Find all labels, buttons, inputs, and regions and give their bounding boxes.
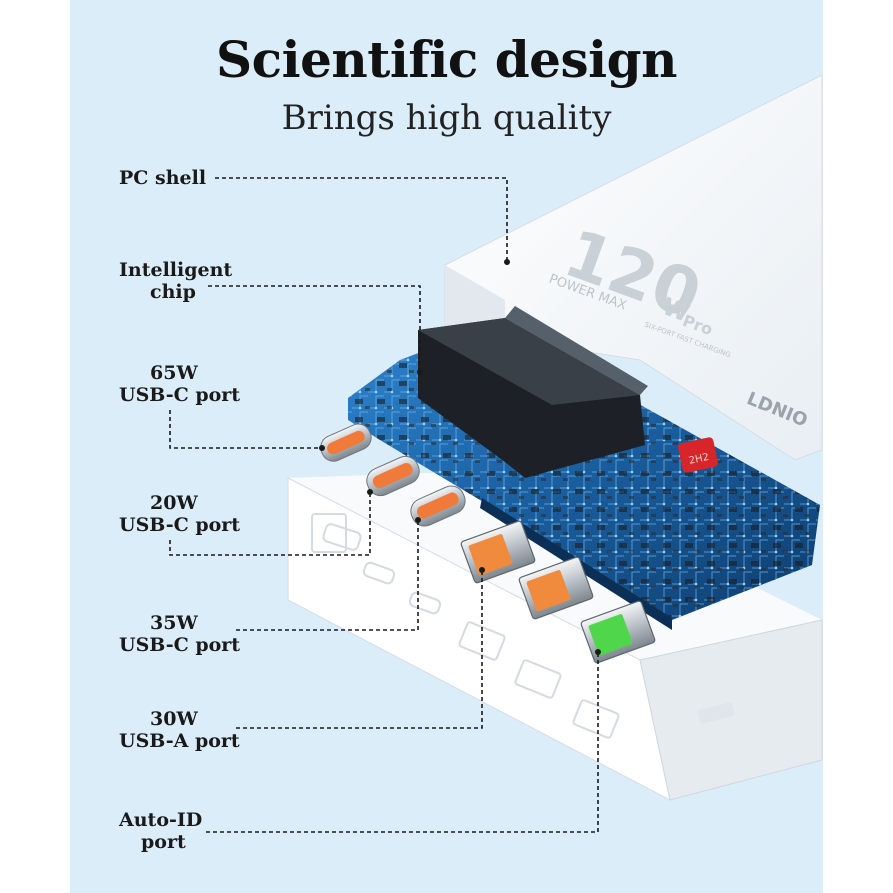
page-subtitle: Brings high quality (281, 98, 612, 138)
usb-a-30w-port-1 (460, 520, 536, 584)
leader-usbc35 (236, 520, 419, 631)
callout-pc-shell-text: PC shell (119, 167, 207, 189)
callout-usba30: 30W USB-A port (119, 708, 240, 752)
callout-autoid-line1: Auto-ID (119, 809, 203, 831)
callout-usbc65-line1: 65W (150, 362, 198, 384)
callout-chip-line1: Intelligent (119, 259, 233, 281)
callout-usbc20-line1: 20W (150, 492, 198, 514)
page-title: Scientific design (216, 30, 677, 89)
leader-usbc65 (169, 410, 322, 449)
callout-usbc65: 65W USB-C port (119, 362, 240, 406)
callout-usbc65-line2: USB-C port (119, 384, 241, 406)
usb-a-30w-port-2 (518, 556, 594, 620)
red-chip: 2H2 (678, 437, 718, 473)
callout-usbc20: 20W USB-C port (119, 492, 240, 536)
pc-shell: 120 W Pro POWER MAX SIX-PORT FAST CHARGI… (444, 74, 823, 461)
leader-usba30 (236, 570, 483, 729)
usb-c-35w-port (410, 485, 466, 527)
callout-usbc35-line2: USB-C port (119, 634, 241, 656)
callout-usba30-line1: 30W (150, 708, 198, 730)
callout-autoid: Auto-ID port (119, 809, 202, 853)
callout-autoid-line2: port (141, 831, 186, 853)
callout-pc-shell: PC shell (119, 167, 206, 189)
callout-usbc20-line2: USB-C port (119, 514, 241, 536)
callout-chip: Intelligent chip (119, 259, 232, 303)
callout-chip-line2: chip (150, 281, 196, 303)
leader-usbc20 (169, 492, 371, 556)
leader-autoid (206, 652, 599, 833)
callout-usbc35-line1: 35W (150, 612, 198, 634)
leader-dots (319, 259, 601, 655)
usb-c-20w-port (366, 455, 420, 497)
leader-chip (208, 285, 421, 372)
port-face-markings (311, 513, 620, 739)
leader-pc-shell (215, 177, 508, 262)
leader-lines (169, 177, 599, 833)
callout-usba30-line2: USB-A port (119, 730, 240, 752)
intelligent-chip (418, 306, 648, 478)
red-chip-text: 2H2 (688, 452, 710, 467)
callout-usbc35: 35W USB-C port (119, 612, 240, 656)
auto-id-port (580, 600, 656, 664)
usb-c-65w-port (320, 423, 372, 462)
